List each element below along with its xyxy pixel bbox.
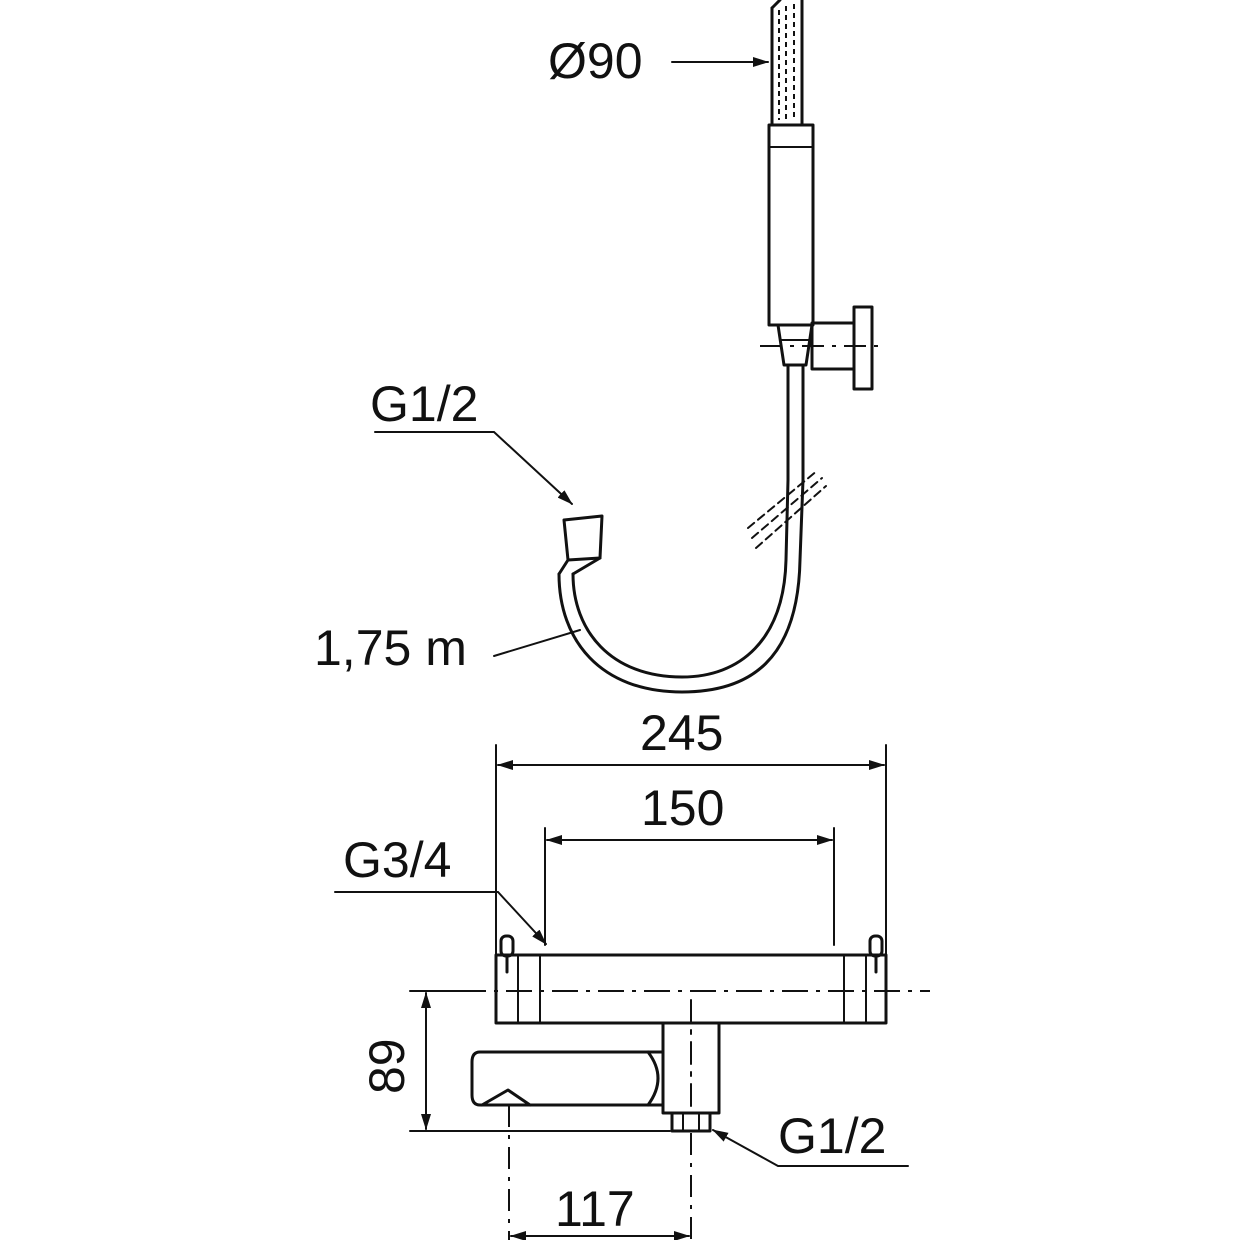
hose-thread-label: G1/2 xyxy=(370,376,478,432)
wall-holder xyxy=(760,305,884,391)
mixer-body xyxy=(494,934,888,1025)
hose-thread-leader xyxy=(374,431,573,505)
hose-length-leader xyxy=(493,629,581,657)
head-diameter-label: Ø90 xyxy=(548,33,643,89)
shower-handle xyxy=(767,123,815,327)
shower-head xyxy=(770,0,804,127)
outlet-thread-label: G1/2 xyxy=(778,1108,886,1164)
dimension-inlet-spacing: 150 xyxy=(546,780,833,845)
dimension-height: 89 xyxy=(359,990,671,1132)
hand-shower-set: Ø90 G1/2 1,75 m xyxy=(314,0,884,694)
inlet-spacing-label: 150 xyxy=(641,780,724,836)
overall-width-label: 245 xyxy=(640,705,723,761)
dimension-overall-width: 245 xyxy=(497,705,885,770)
inlet-thread-label: G3/4 xyxy=(343,832,451,888)
spout-offset-label: 117 xyxy=(555,1181,635,1237)
height-label: 89 xyxy=(359,1038,415,1094)
hose-length-label: 1,75 m xyxy=(314,620,467,676)
thermostatic-mixer: 245 150 G3/4 xyxy=(334,705,930,1240)
inlet-thread-leader xyxy=(334,891,547,945)
shower-hose xyxy=(557,363,827,694)
outlet-thread-leader xyxy=(712,1129,909,1167)
dimension-spout-offset: 117 xyxy=(508,1105,692,1240)
bath-spout xyxy=(470,999,721,1133)
